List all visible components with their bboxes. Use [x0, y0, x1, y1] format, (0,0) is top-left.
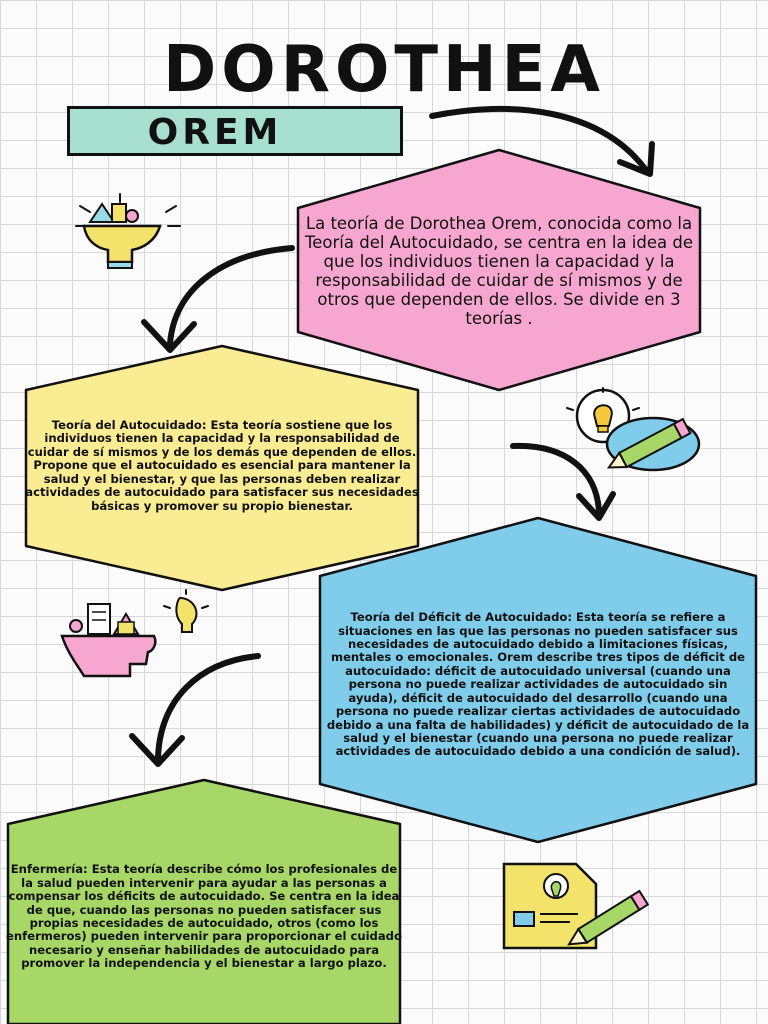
subtitle: OREM — [147, 112, 283, 153]
section-hexagon-enfermeria: Enfermería: Esta teoría describe cómo lo… — [2, 778, 406, 1024]
lightbulb-shapes-icon — [75, 193, 181, 269]
subtitle-banner — [67, 106, 403, 156]
head-ideas-icon — [60, 589, 209, 678]
section-text-deficit: Teoría del Déficit de Autocuidado: Esta … — [326, 610, 750, 759]
arrow-autocuidado-to-deficit — [510, 442, 616, 521]
intro-text: La teoría de Dorothea Orem, conocida com… — [304, 214, 694, 328]
page-title: DOROTHEA — [163, 33, 605, 107]
intro-hexagon: La teoría de Dorothea Orem, conocida com… — [290, 148, 708, 392]
arrow-title-to-intro — [429, 105, 655, 177]
arrow-deficit-to-enfermeria — [129, 653, 261, 767]
section-text-enfermeria: Enfermería: Esta teoría describe cómo lo… — [6, 862, 402, 971]
arrow-intro-to-autocuidado — [141, 245, 295, 353]
document-pencil-icon — [502, 862, 650, 950]
intro-hexagon-shape — [296, 148, 702, 392]
section-hexagon-autocuidado: Teoría del Autocuidado: Esta teoría sost… — [18, 344, 426, 592]
section-hexagon-deficit: Teoría del Déficit de Autocuidado: Esta … — [312, 516, 764, 844]
lightbulb-pencil-icon — [566, 387, 701, 472]
section-text-autocuidado: Teoría del Autocuidado: Esta teoría sost… — [25, 418, 419, 513]
